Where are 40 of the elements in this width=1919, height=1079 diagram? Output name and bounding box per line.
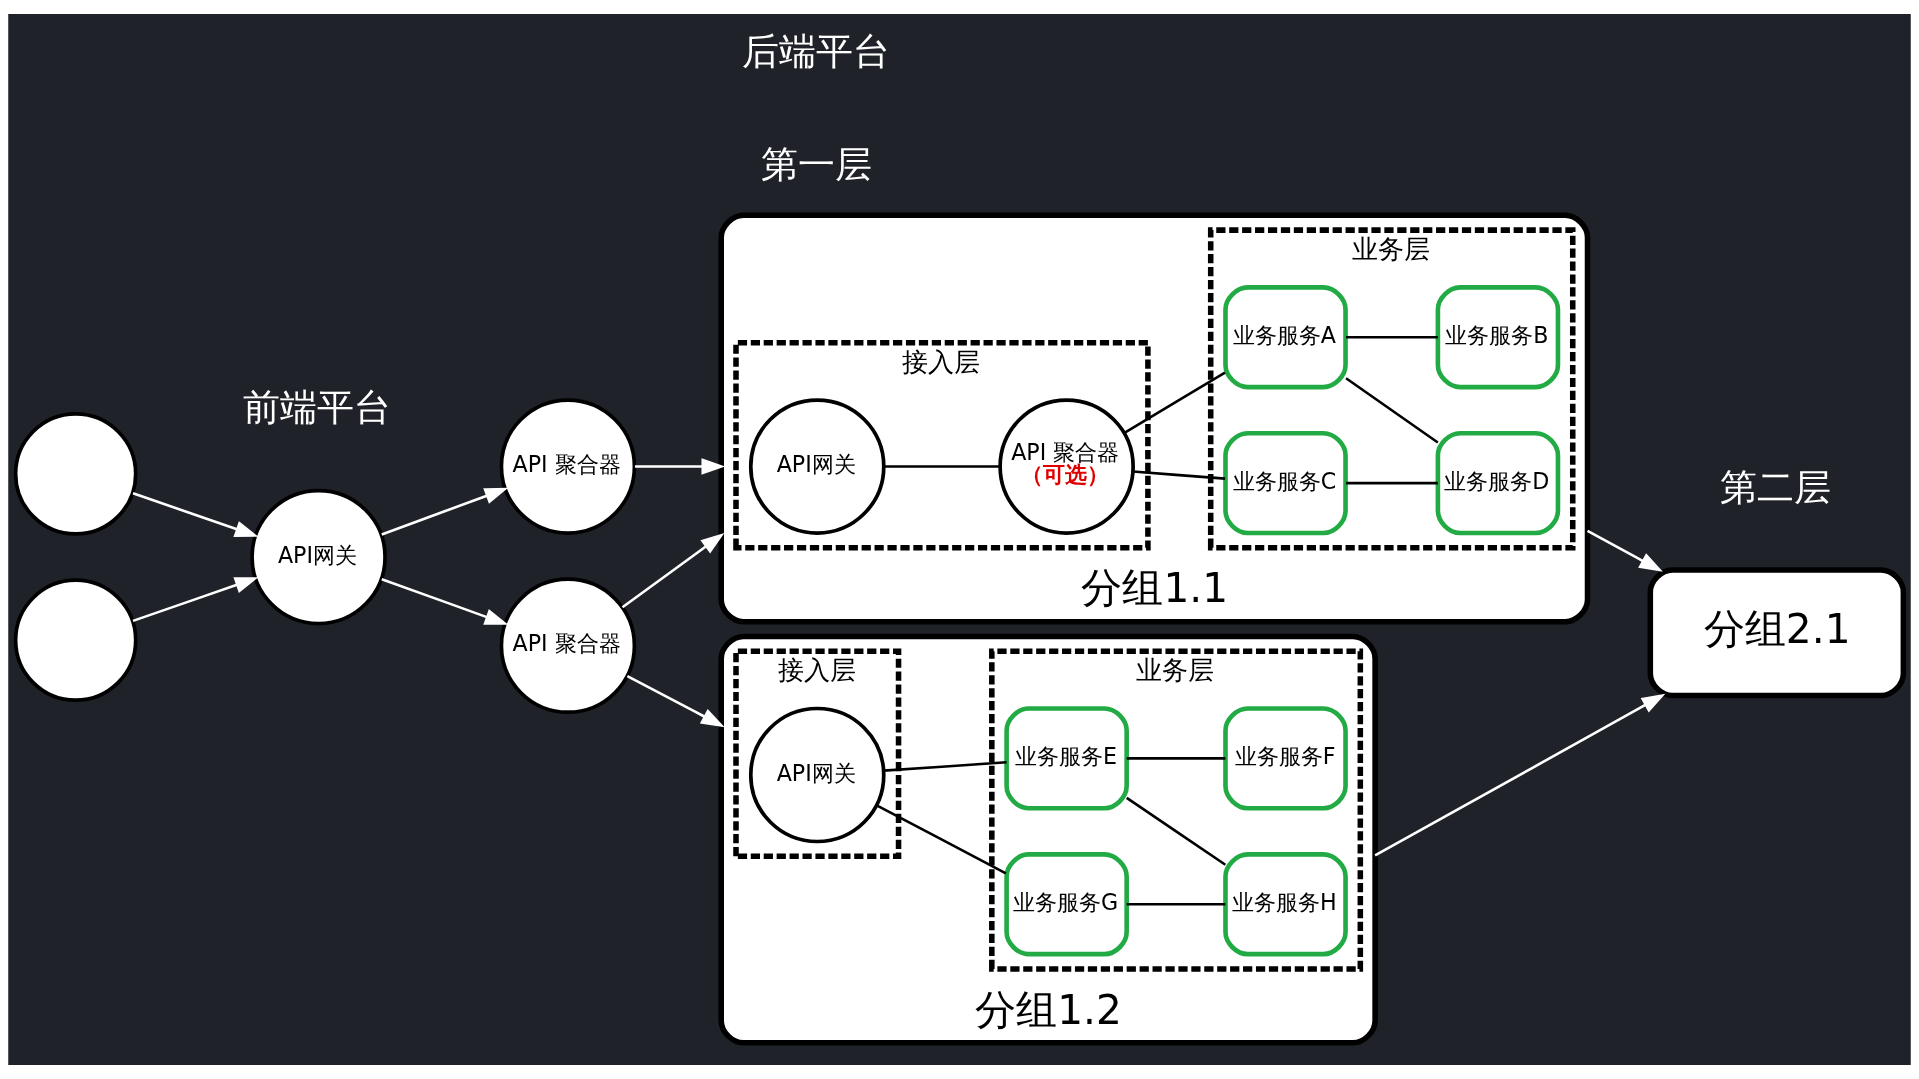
node-circle: API网关	[250, 488, 387, 626]
connector	[876, 804, 1007, 875]
arrow	[381, 577, 509, 625]
node-circle	[13, 578, 138, 703]
connector	[1346, 335, 1438, 339]
arrow	[621, 532, 725, 609]
node-circle: API网关	[748, 398, 886, 535]
arrow	[1374, 693, 1666, 857]
connector	[1126, 796, 1227, 866]
connector	[1126, 903, 1226, 906]
node-circle: API 聚合器	[499, 577, 637, 715]
node-circle: API 聚合器	[499, 398, 637, 535]
label: 第二层	[1720, 465, 1832, 509]
connector	[1346, 481, 1438, 485]
node-box: 业务服务G	[1004, 852, 1129, 957]
node-circle	[13, 412, 138, 536]
arrow	[132, 492, 259, 537]
label: 第一层	[760, 142, 872, 186]
connector	[1126, 757, 1226, 760]
node-box: 业务服务B	[1435, 285, 1561, 390]
node-box: 分组2.1	[1647, 567, 1907, 699]
node-box: 业务服务C	[1223, 431, 1348, 536]
node-box: 业务服务D	[1435, 431, 1561, 536]
label: 后端平台	[741, 29, 890, 73]
arrow	[1586, 529, 1663, 572]
arrow	[634, 458, 726, 475]
label: 前端平台	[242, 386, 391, 430]
node-box: 业务服务E	[1004, 706, 1129, 811]
connector	[1345, 377, 1439, 444]
node-box: 业务服务F	[1223, 706, 1348, 811]
node-box: 业务服务H	[1223, 852, 1348, 957]
node-box: 业务服务A	[1223, 285, 1348, 390]
arrow	[626, 674, 725, 728]
node-circle: API 聚合器 （可选）	[998, 398, 1135, 535]
connector	[1132, 470, 1226, 480]
connector	[884, 465, 1000, 468]
connector	[1123, 371, 1226, 434]
arrow	[132, 577, 259, 623]
arrow	[381, 487, 509, 536]
node-circle: API网关	[748, 706, 886, 844]
